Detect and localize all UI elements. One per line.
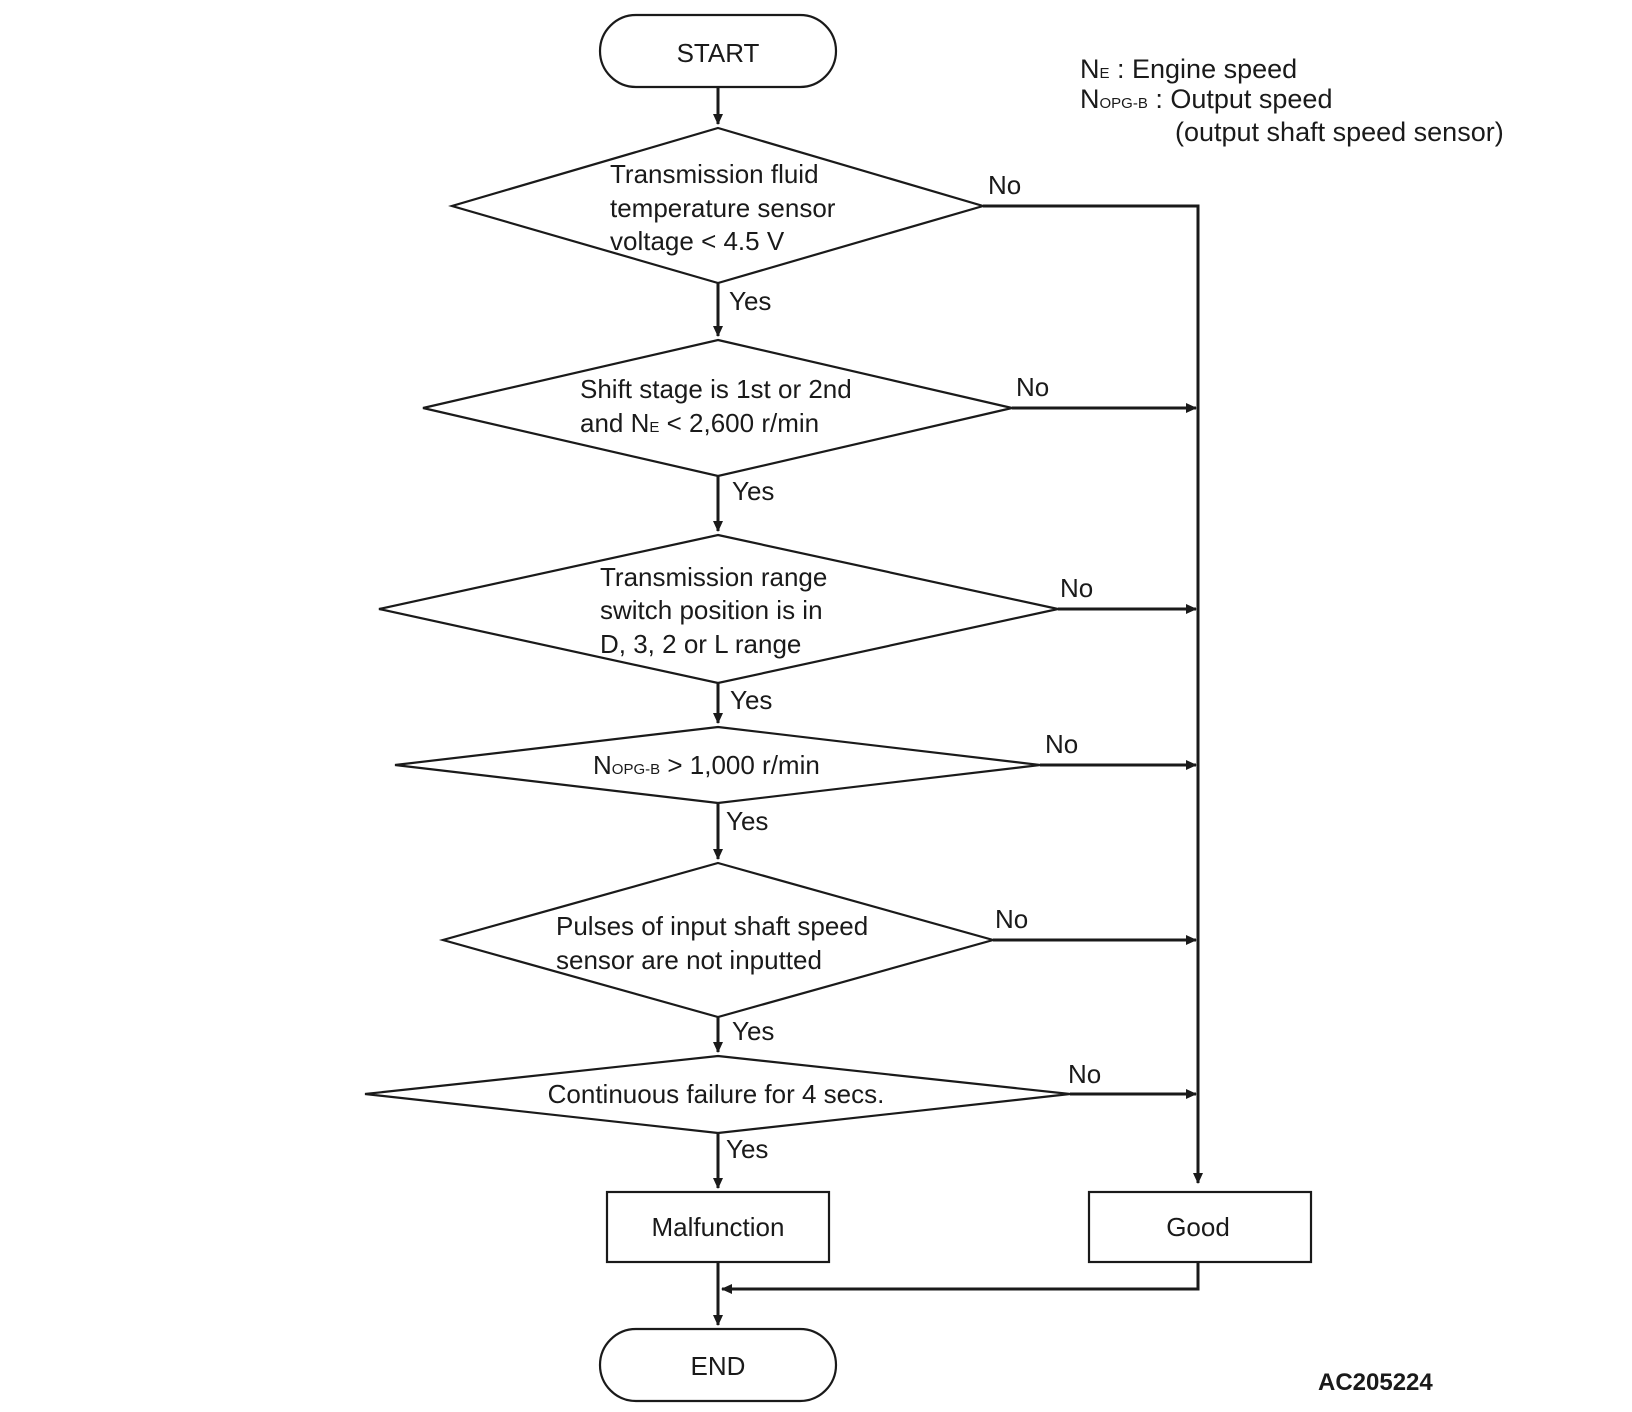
yes-label-d1: Yes	[729, 286, 771, 316]
yes-label-d5: Yes	[732, 1016, 774, 1046]
decision-fluid-temp-line2: temperature sensor	[610, 193, 836, 223]
no-path-trunk	[983, 204, 1203, 1184]
decision-range-switch-line3: D, 3, 2 or L range	[600, 629, 801, 659]
legend-nopg-desc2: (output shaft speed sensor)	[1175, 117, 1504, 147]
malfunction-label: Malfunction	[652, 1212, 785, 1242]
no-label-d6: No	[1068, 1059, 1101, 1089]
end-label: END	[691, 1351, 746, 1381]
legend: NE : Engine speed NOPG-B : Output speed …	[1080, 54, 1504, 147]
no-label-d3: No	[1060, 573, 1093, 603]
decision-fluid-temp-line3: voltage < 4.5 V	[610, 226, 785, 256]
decision-shift-stage-line1: Shift stage is 1st or 2nd	[580, 374, 852, 404]
yes-label-d6: Yes	[726, 1134, 768, 1164]
no-label-d5: No	[995, 904, 1028, 934]
no-label-d2: No	[1016, 372, 1049, 402]
start-label: START	[677, 38, 760, 68]
arrow-good-merge	[721, 1262, 1200, 1294]
no-label-d1: No	[988, 170, 1021, 200]
decision-shift-stage-line2: and NE < 2,600 r/min	[580, 408, 819, 438]
no-label-d4: No	[1045, 729, 1078, 759]
good-label: Good	[1166, 1212, 1230, 1242]
decision-range-switch-line2: switch position is in	[600, 595, 823, 625]
decision-fluid-temp-line1: Transmission fluid	[610, 159, 819, 189]
good-box	[1087, 1190, 1313, 1264]
figure-code: AC205224	[1318, 1369, 1433, 1396]
malfunction-box	[605, 1190, 831, 1264]
decision-range-switch-line1: Transmission range	[600, 562, 827, 592]
legend-nopg: NOPG-B : Output speed	[1080, 84, 1332, 114]
yes-label-d4: Yes	[726, 806, 768, 836]
legend-ne: NE : Engine speed	[1080, 54, 1297, 84]
yes-label-d3: Yes	[730, 685, 772, 715]
decision-continuous-failure-text: Continuous failure for 4 secs.	[548, 1079, 885, 1109]
end-terminator	[598, 1327, 838, 1403]
yes-label-d2: Yes	[732, 476, 774, 506]
decision-output-speed-text: NOPG-B > 1,000 r/min	[593, 750, 820, 780]
decision-input-shaft-line2: sensor are not inputted	[556, 945, 822, 975]
decision-input-shaft-line1: Pulses of input shaft speed	[556, 911, 868, 941]
